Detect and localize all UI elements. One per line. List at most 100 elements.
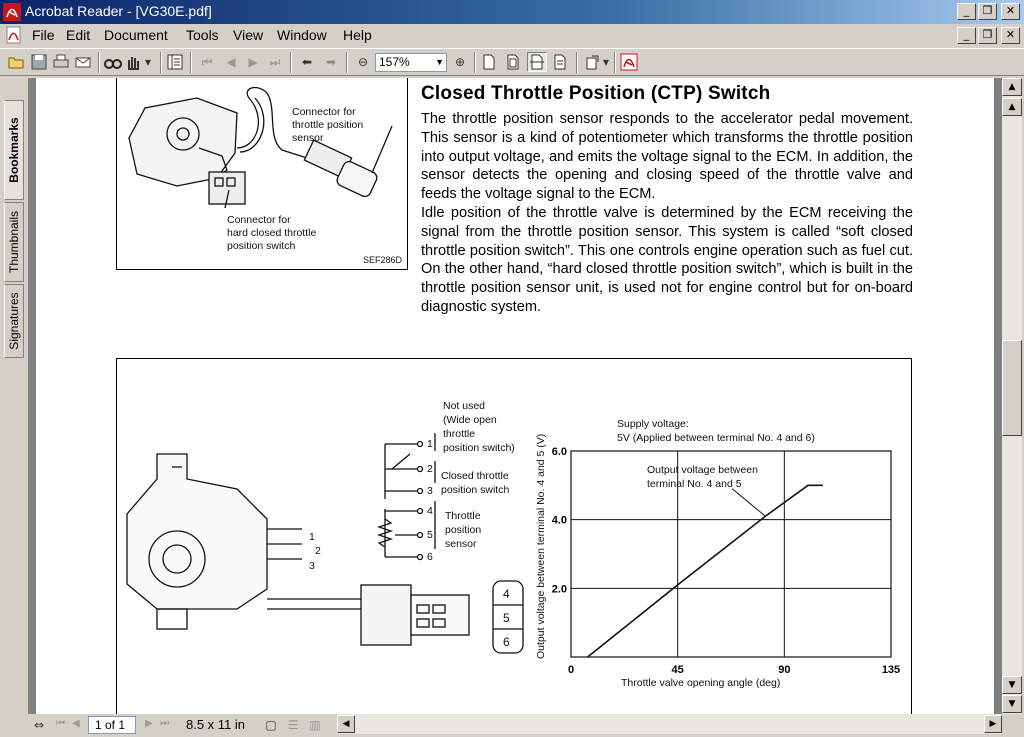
status-bar: ⇔ ⏮ ◀ 1 of 1 ▶ ⏭ 8.5 x 11 in ▢ ☰ ▥ ◀ ▶ xyxy=(0,714,1024,737)
go-back-icon[interactable]: ⬅ xyxy=(301,55,313,69)
chart-point xyxy=(586,656,589,658)
label-closed-throttle: Closed throttle position switch xyxy=(441,470,510,496)
tab-bookmarks[interactable]: Bookmarks xyxy=(4,100,24,200)
continuous-icon[interactable]: ☰ xyxy=(287,718,299,732)
save-icon[interactable] xyxy=(30,53,48,71)
chart-x-tick-label: 135 xyxy=(882,664,900,676)
document-icon[interactable] xyxy=(5,26,23,44)
scroll-thumb[interactable] xyxy=(1002,340,1022,436)
chart-point xyxy=(821,484,824,487)
split-toggle-icon[interactable]: ⇔ xyxy=(33,718,45,732)
zoom-field[interactable]: 157% ▼ xyxy=(375,53,447,72)
zoom-value: 157% xyxy=(379,55,410,69)
fit-page-icon[interactable] xyxy=(504,53,522,71)
next-page-icon[interactable]: ▶ xyxy=(248,55,258,69)
prev-page-icon[interactable]: ◀ xyxy=(226,55,236,69)
page-down-arrow-icon[interactable]: ▼ xyxy=(1002,695,1022,713)
toolbar: ▾ ⏮ ◀ ▶ ⏭ ⬅ ➡ ⊖ 157% ▼ ⊕ ▾ xyxy=(0,48,1024,76)
acrobat-online-icon[interactable] xyxy=(620,53,638,71)
menu-edit[interactable]: Edit xyxy=(66,27,91,43)
email-icon[interactable] xyxy=(74,53,92,71)
vertical-scrollbar[interactable]: ▲ ▲ ▼ ▼ xyxy=(1002,78,1022,714)
menu-view[interactable]: View xyxy=(233,27,264,43)
chart-y-tick-label: 6.0 xyxy=(552,446,567,458)
connector-pin-5: 5 xyxy=(503,611,510,625)
terminal-1: 1 xyxy=(427,438,433,450)
navigation-pane-tabs: Bookmarks Thumbnails Signatures xyxy=(0,78,28,714)
page-number-field[interactable]: 1 of 1 xyxy=(88,716,136,734)
chart-ylabel: Output voltage between terminal No. 4 an… xyxy=(535,433,547,659)
terminal-3: 3 xyxy=(427,485,433,497)
doc-minimize-button[interactable]: _ xyxy=(957,27,976,44)
open-icon[interactable] xyxy=(8,53,26,71)
chevron-down-icon[interactable]: ▾ xyxy=(144,55,152,69)
single-page-icon[interactable]: ▢ xyxy=(265,718,277,732)
chevron-down-icon[interactable]: ▾ xyxy=(602,55,610,69)
facing-pages-icon[interactable]: ▥ xyxy=(309,718,321,732)
connector-pin-4: 4 xyxy=(503,587,510,601)
chart-leader-line xyxy=(731,488,766,517)
section-body: The throttle position sensor responds to… xyxy=(421,110,913,317)
chevron-down-icon[interactable]: ▼ xyxy=(435,57,444,67)
minimize-button[interactable]: _ xyxy=(957,3,976,20)
actual-size-icon[interactable] xyxy=(480,53,498,71)
scroll-right-arrow-icon[interactable]: ▶ xyxy=(984,715,1002,733)
chart-series-line xyxy=(587,484,823,658)
chart-x-tick-label: 0 xyxy=(568,664,574,676)
zoom-out-icon[interactable]: ⊖ xyxy=(357,55,369,69)
menu-window[interactable]: Window xyxy=(277,27,327,43)
page-up-arrow-icon[interactable]: ▲ xyxy=(1002,78,1022,96)
show-navigation-icon[interactable] xyxy=(166,53,184,71)
rotate-view-icon[interactable] xyxy=(584,53,602,71)
find-icon[interactable] xyxy=(104,53,122,71)
window-title: Acrobat Reader - [VG30E.pdf] xyxy=(25,3,212,19)
first-page-icon[interactable]: ⏮ xyxy=(56,718,65,729)
label-supply-voltage: Supply voltage: 5V (Applied between term… xyxy=(617,418,815,444)
label-tps: Throttle position sensor xyxy=(445,510,482,550)
go-forward-icon[interactable]: ➡ xyxy=(325,55,337,69)
menu-help[interactable]: Help xyxy=(343,27,372,43)
last-page-icon[interactable]: ⏭ xyxy=(160,718,169,729)
label-not-used: Not used (Wide open throttle position sw… xyxy=(443,400,515,454)
acrobat-logo-icon xyxy=(3,3,21,21)
terminal-2: 2 xyxy=(427,463,433,475)
label-connector-tps: Connector for throttle position sensor xyxy=(292,106,364,144)
scroll-left-arrow-icon[interactable]: ◀ xyxy=(337,715,355,733)
paragraph-1: The throttle position sensor responds to… xyxy=(421,111,913,203)
reflow-icon[interactable] xyxy=(551,53,569,71)
first-page-icon[interactable]: ⏮ xyxy=(201,55,213,69)
restore-button[interactable]: ❐ xyxy=(978,3,997,20)
menu-document[interactable]: Document xyxy=(104,27,168,43)
doc-restore-button[interactable]: ❐ xyxy=(978,27,997,44)
last-page-icon[interactable]: ⏭ xyxy=(269,55,281,69)
tab-thumbnails[interactable]: Thumbnails xyxy=(4,202,24,282)
fit-width-icon[interactable] xyxy=(527,52,547,72)
next-page-icon[interactable]: ▶ xyxy=(145,718,153,729)
scroll-down-arrow-icon[interactable]: ▼ xyxy=(1002,676,1022,694)
doc-close-button[interactable]: ✕ xyxy=(1001,27,1020,44)
tab-signatures[interactable]: Signatures xyxy=(4,284,24,358)
chart-point xyxy=(676,584,679,586)
terminal-6: 6 xyxy=(427,551,433,563)
figure-sensor-drawing: Connector for throttle position sensor C… xyxy=(116,78,408,270)
menu-tools[interactable]: Tools xyxy=(186,27,219,43)
scroll-up-arrow-icon[interactable]: ▲ xyxy=(1002,98,1022,116)
label-output-voltage: Output voltage between terminal No. 4 an… xyxy=(647,464,758,490)
document-view[interactable]: Connector for throttle position sensor C… xyxy=(28,78,1002,714)
pdf-page: Connector for throttle position sensor C… xyxy=(36,78,994,714)
page-size: 8.5 x 11 in xyxy=(186,717,246,732)
print-icon[interactable] xyxy=(52,53,70,71)
close-button[interactable]: ✕ xyxy=(1001,3,1020,20)
menu-file[interactable]: File xyxy=(32,27,55,43)
paragraph-2: Idle position of the throttle valve is d… xyxy=(421,204,913,315)
zoom-in-icon[interactable]: ⊕ xyxy=(454,55,466,69)
page-indicator: 1 of 1 xyxy=(95,718,126,732)
hand-tool-icon[interactable] xyxy=(124,53,142,71)
horizontal-scrollbar[interactable]: ◀ ▶ xyxy=(337,714,1002,734)
side-pin-3: 3 xyxy=(309,560,315,572)
prev-page-icon[interactable]: ◀ xyxy=(72,718,80,729)
title-bar: Acrobat Reader - [VG30E.pdf] _ ❐ ✕ xyxy=(0,0,1024,24)
